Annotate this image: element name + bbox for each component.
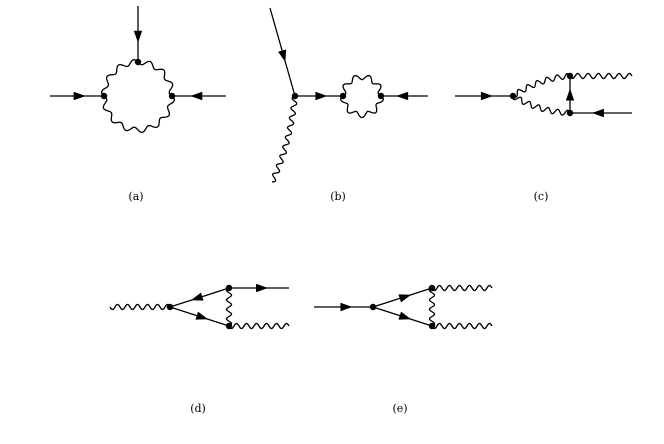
caption-a: (a) <box>128 190 144 203</box>
photon-outgoing <box>569 72 633 80</box>
fermion-lower-arrow <box>398 311 412 320</box>
vertex-lower <box>566 109 574 117</box>
fermion-upper-arrow <box>398 294 412 303</box>
photon-lower <box>512 95 571 116</box>
vertex-lower <box>428 322 436 330</box>
photon-upper <box>512 72 571 98</box>
fermion-incoming-arrow <box>278 49 287 63</box>
photon-outgoing-lower <box>431 322 493 330</box>
vertex-left <box>166 303 174 311</box>
diagram-c <box>455 72 633 118</box>
vertex-main <box>291 92 299 100</box>
vertex-upper <box>566 72 574 80</box>
vertex-lower <box>225 322 233 330</box>
fermion-right-arrow <box>396 91 409 101</box>
photon-loop <box>340 74 384 119</box>
caption-b: (b) <box>330 190 346 203</box>
diagram-e <box>314 284 493 330</box>
vertex-left <box>100 92 108 100</box>
fermion-incoming-arrow <box>480 91 493 101</box>
vertex-loop-right <box>377 92 385 100</box>
vertex-right <box>168 92 176 100</box>
vertex-upper <box>428 284 436 292</box>
caption-d: (d) <box>190 402 206 415</box>
photon-outgoing <box>228 322 290 330</box>
vertex-top <box>134 58 142 66</box>
fermion-outgoing-arrow <box>256 283 268 293</box>
photon-loop <box>100 58 176 134</box>
fermion-internal-arrow <box>565 88 575 101</box>
vertex-upper <box>225 284 233 292</box>
photon-internal <box>428 287 436 327</box>
caption-c: (c) <box>533 190 549 203</box>
fermion-lower-arrow <box>195 311 209 320</box>
fermion-top-arrow <box>133 30 143 43</box>
diagram-a <box>50 6 226 134</box>
caption-e: (e) <box>392 402 408 415</box>
photon-internal <box>225 287 233 327</box>
diagram-b <box>269 7 428 183</box>
vertex-left <box>369 303 377 311</box>
vertex-loop-left <box>339 92 347 100</box>
vertex-left <box>509 92 517 100</box>
photon-outgoing-upper <box>431 284 493 292</box>
fermion-incoming-arrow <box>340 302 353 312</box>
fermion-right-arrow <box>190 91 203 101</box>
photon-external <box>271 95 298 183</box>
diagram-d <box>109 283 290 330</box>
fermion-upper-arrow <box>190 292 204 301</box>
photon-incoming <box>109 303 171 311</box>
fermion-mid-arrow <box>315 91 328 101</box>
fermion-outgoing-arrow <box>591 108 604 118</box>
fermion-left-arrow <box>73 91 86 101</box>
